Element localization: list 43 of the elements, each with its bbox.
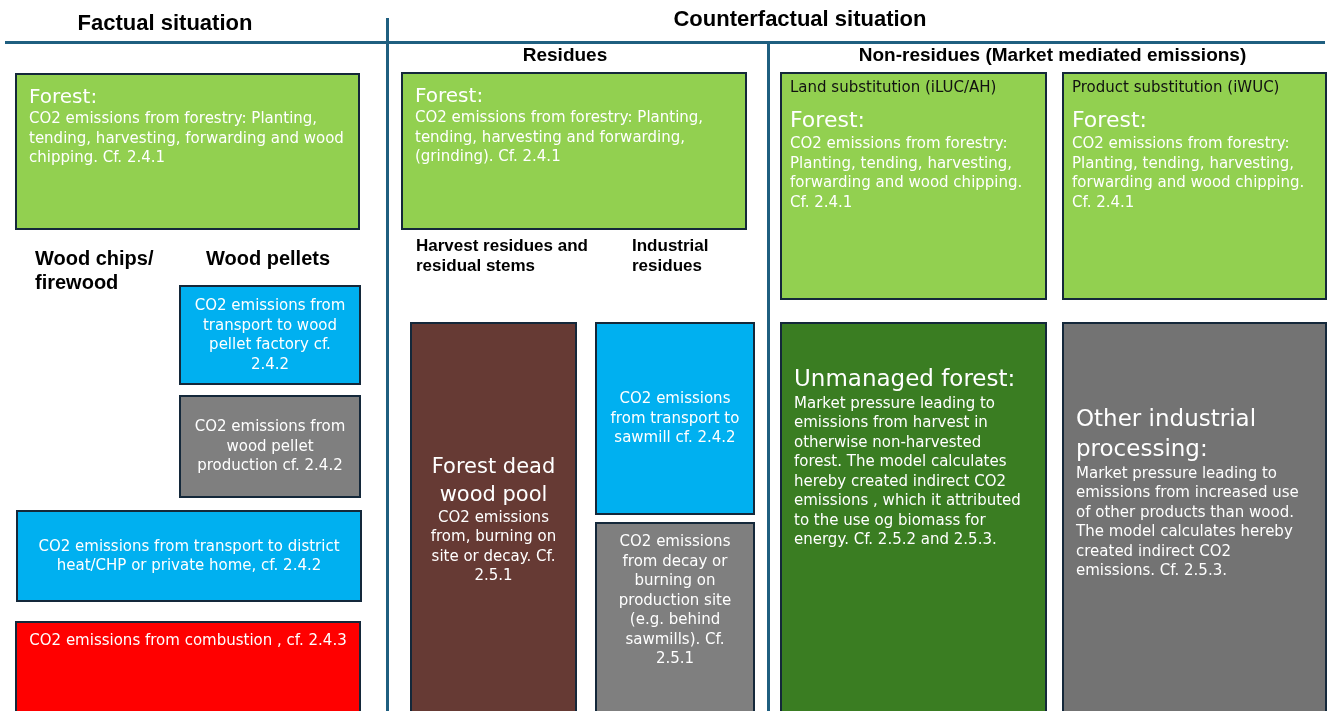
column-heading: Wood chips/ firewood — [35, 246, 155, 294]
box-text: CO2 emissions from wood pellet production cf. 2.4.2 — [193, 417, 347, 476]
column-heading: Non-residues (Market mediated emissions) — [857, 44, 1248, 67]
category-box — [179, 285, 361, 385]
column-heading: Wood pellets — [206, 246, 332, 270]
category-box — [780, 72, 1047, 300]
category-box — [595, 322, 755, 515]
box-heading: Unmanaged forest: — [794, 364, 1017, 393]
box-heading: Forest dead wood pool — [430, 453, 557, 508]
column-heading: Harvest residues and residual stems — [416, 236, 589, 277]
column-heading: Industrial residues — [632, 236, 710, 277]
box-heading: Product substitution (iWUC) — [1072, 78, 1281, 98]
box-text: CO2 emissions from transport to sawmill cf. 2.4.2 — [609, 389, 741, 448]
box-heading: Forest: — [415, 82, 485, 108]
box-text: CO2 emissions from forestry: Planting, tending, harvesting, forwarding and wood chipping. Cf. 2.4.1 — [790, 134, 1024, 213]
category-box — [780, 322, 1047, 711]
box-text: CO2 emissions from forestry: Planting, tending, harvesting, forwarding and wood chipping. Cf. 2.4.1 — [1072, 134, 1306, 213]
category-box — [401, 72, 747, 230]
box-heading: Forest: — [29, 83, 99, 109]
category-box — [15, 73, 360, 230]
box-text: CO2 emissions from forestry: Planting, tending, harvesting, forwarding and wood chipping. Cf. 2.4.1 — [29, 109, 345, 168]
box-text: CO2 emissions from, burning on site or decay. Cf. 2.5.1 — [429, 507, 558, 586]
box-heading: Forest: — [1072, 105, 1148, 134]
category-box — [595, 522, 755, 711]
box-heading: Forest: — [790, 105, 866, 134]
category-box — [1062, 72, 1327, 300]
box-text: CO2 emissions from forestry: Planting, tending, harvesting and forwarding, (grinding). Cf. 2.4.1 — [415, 108, 705, 167]
category-box — [410, 322, 577, 711]
box-heading: Other industrial processing: — [1076, 404, 1258, 463]
box-text: CO2 emissions from combustion , cf. 2.4.3 — [29, 631, 347, 651]
box-text: CO2 emissions from transport to wood pellet factory cf. 2.4.2 — [193, 296, 347, 374]
category-box — [1062, 322, 1327, 711]
category-box — [179, 395, 361, 498]
box-text: CO2 emissions from decay or burning on production site (e.g. behind sawmills). Cf. 2.5.1 — [617, 532, 733, 669]
box-text: Market pressure leading to emissions from harvest in otherwise non-harvested forest. The model calculates hereby created indirect CO2 emissions , which it attributed to the use og biomass for energy. Cf. 2.5.2 and 2.5.3. — [794, 393, 1022, 550]
category-box — [15, 621, 361, 711]
section-heading: Factual situation — [76, 10, 254, 37]
box-text: CO2 emissions from transport to district heat/CHP or private home, cf. 2.4.2 — [37, 536, 341, 576]
column-heading: Residues — [521, 44, 609, 67]
box-heading: Land substitution (iLUC/AH) — [790, 78, 998, 98]
box-text: Market pressure leading to emissions from increased use of other products than wood. The model calculates hereby created indirect CO2 emissions. Cf. 2.5.3. — [1076, 463, 1300, 581]
category-box — [16, 510, 362, 602]
section-heading: Counterfactual situation — [672, 6, 928, 33]
